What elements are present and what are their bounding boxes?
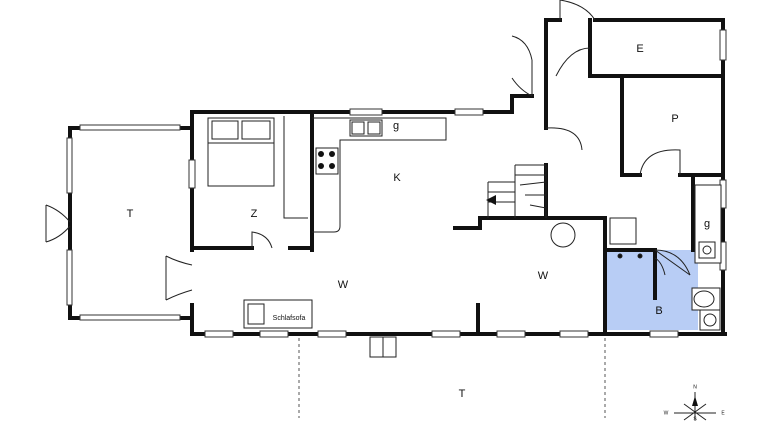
terrace-left-frame	[66, 124, 194, 321]
windows	[188, 29, 727, 338]
room-label-storage: E	[636, 43, 643, 55]
sofa-label: Schlafsofa	[273, 315, 306, 322]
room-label-terrace-bottom: T	[459, 388, 466, 400]
room-label-kitchen: K	[393, 172, 401, 184]
bath-fixtures	[617, 253, 721, 331]
kitchenette-right	[694, 184, 722, 264]
room-label-terrace-left: T	[127, 208, 134, 220]
room-label-living-right: W	[538, 270, 549, 282]
compass-rose-icon: N S W E	[664, 384, 726, 422]
kitchen-counter	[312, 117, 447, 233]
room-label-living-main: W	[338, 279, 349, 291]
round-table	[550, 222, 576, 248]
stair-arrow-icon	[486, 195, 496, 205]
room-label-kitchen-g: g	[393, 120, 399, 132]
room-label-bath: B	[655, 305, 662, 317]
compass-e: E	[721, 410, 725, 416]
room-label-bedroom: Z	[251, 208, 258, 220]
sleeping-sofa: Schlafsofa	[243, 299, 313, 329]
compass-w: W	[664, 410, 669, 416]
double-bed	[207, 117, 275, 187]
bathroom-floor	[605, 250, 698, 330]
compass-n: N	[693, 384, 697, 390]
terrace-left-door	[45, 204, 71, 243]
compass-s: S	[693, 416, 697, 422]
room-label-bath-g: g	[704, 218, 710, 230]
doors	[165, 0, 691, 358]
staircase	[487, 164, 547, 218]
wardrobe	[283, 116, 308, 219]
appliance-box	[609, 217, 637, 245]
room-label-p: P	[671, 113, 678, 125]
